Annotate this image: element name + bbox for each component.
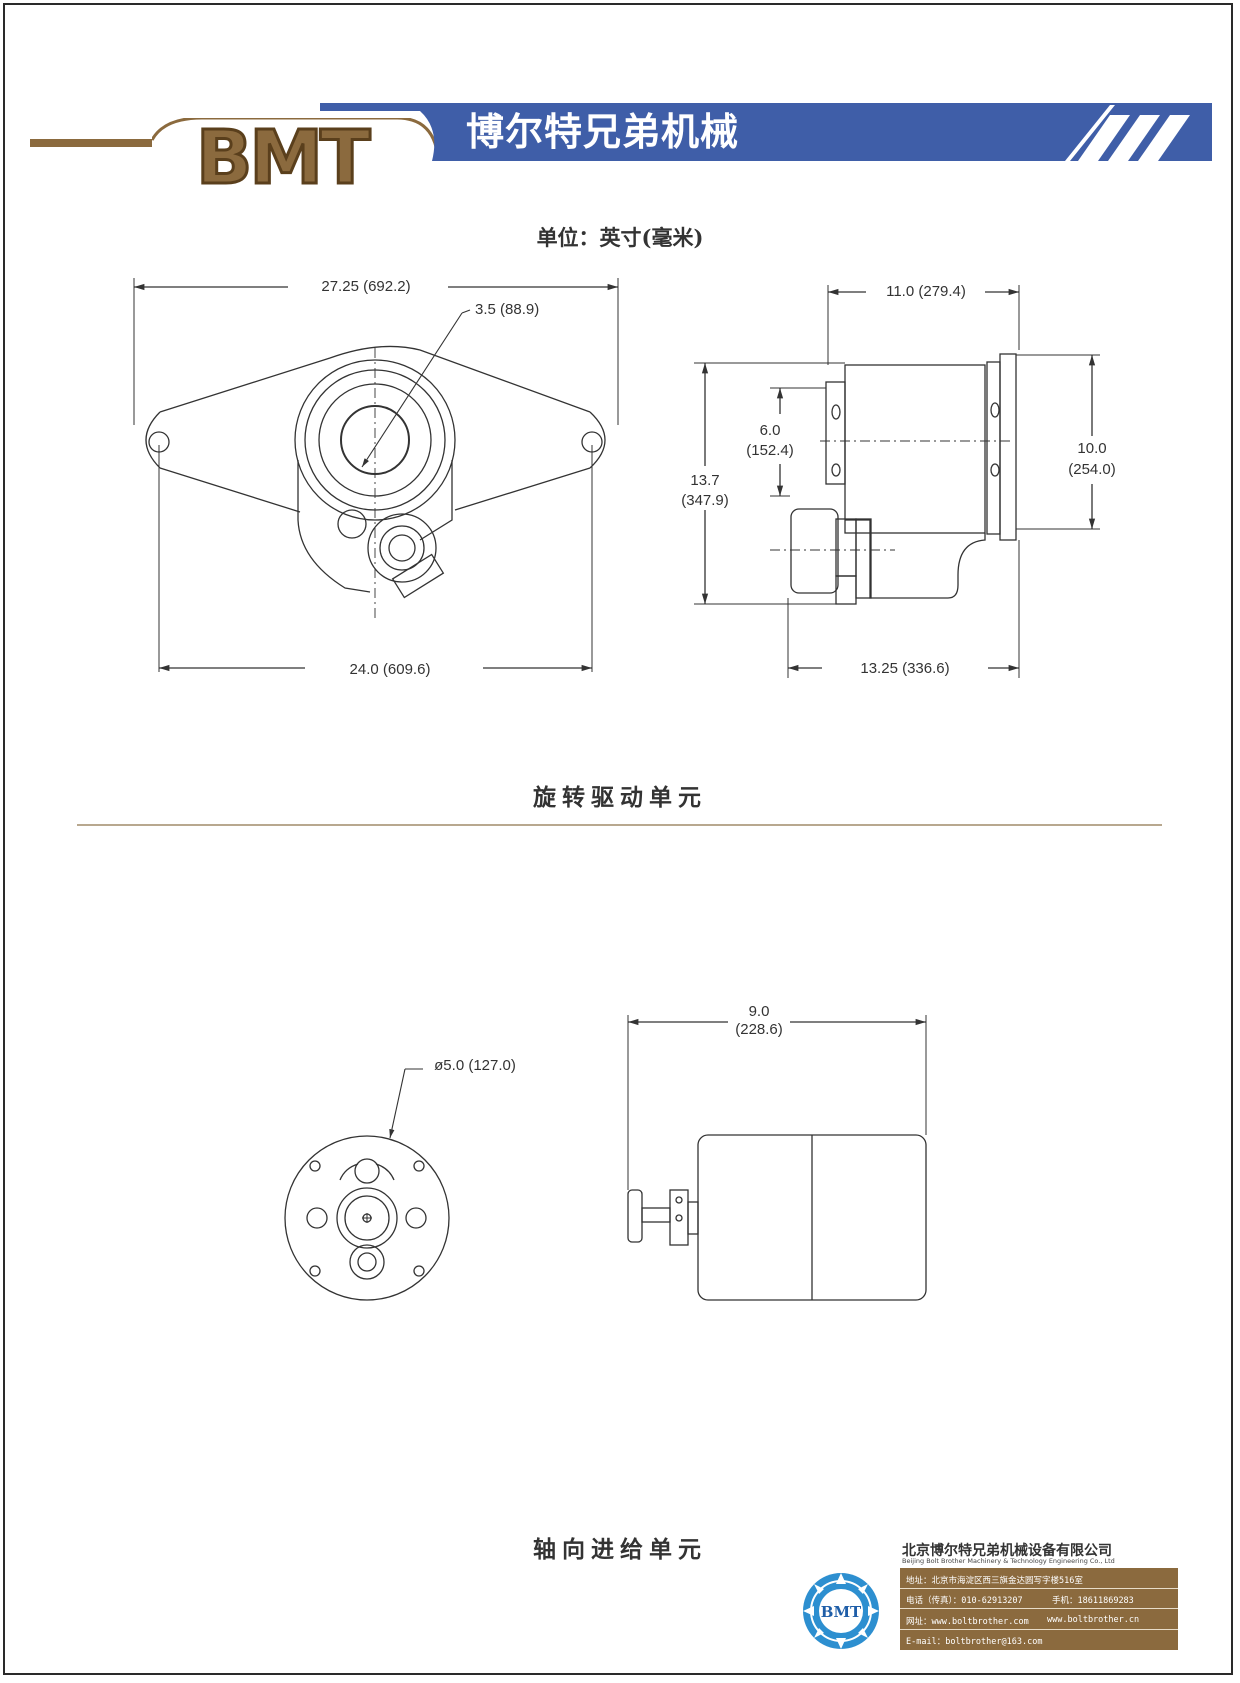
rotary-drive-caption: 旋转驱动单元 — [533, 784, 707, 811]
bmt-badge-logo: BMT — [803, 1573, 879, 1649]
axial-front-view — [284, 1068, 450, 1301]
contact-box: 地址：北京市海淀区西三旗金达圆写字楼516室 电话（传真）：010-629132… — [900, 1568, 1178, 1650]
dim-hole-spacing: 24.0 (609.6) — [350, 661, 431, 678]
dim-flange-height-mm: (254.0) — [1068, 461, 1116, 478]
section-divider — [77, 824, 1162, 826]
contact-mobile: 手机：18611869283 — [1052, 1596, 1134, 1606]
dim-flange-height-value: 10.0 — [1077, 440, 1106, 457]
company-name-en: Beijing Bolt Brother Machinery & Technol… — [902, 1557, 1115, 1565]
dim-depth-bottom: 13.25 (336.6) — [860, 660, 949, 677]
contact-website-cn[interactable]: www.boltbrother.cn — [1047, 1615, 1140, 1625]
page-border — [3, 3, 1233, 1675]
header-rule — [30, 139, 152, 147]
bmt-logo: BMT — [195, 115, 373, 201]
contact-email[interactable]: E-mail：boltbrother@163.com — [906, 1637, 1043, 1647]
dim-depth-top: 11.0 (279.4) — [886, 283, 966, 300]
contact-address: 地址：北京市海淀区西三旗金达圆写字楼516室 — [906, 1576, 1083, 1586]
axial-feed-caption: 轴向进给单元 — [533, 1536, 707, 1563]
unit-label: 单位：英寸(毫米) — [536, 225, 704, 250]
dim-overall-width: 27.25 (692.2) — [321, 278, 410, 295]
dim-bore-diameter: 3.5 (88.9) — [475, 301, 539, 318]
logo-tab-outline — [152, 118, 440, 159]
badge-text: BMT — [821, 1603, 862, 1621]
dim-mount-height-value: 6.0 — [760, 422, 781, 439]
rotary-front-view — [133, 278, 619, 672]
dim-mount-height-mm: (152.4) — [746, 442, 794, 459]
dim-feed-length-value: 9.0 — [749, 1003, 770, 1020]
company-name-cn: 北京博尔特兄弟机械设备有限公司 — [902, 1543, 1112, 1559]
dim-feed-diameter: ø5.0 (127.0) — [434, 1057, 516, 1074]
rotary-side-view — [694, 285, 1100, 678]
axial-side-view — [627, 1015, 927, 1301]
dim-overall-height-value: 13.7 — [690, 472, 719, 489]
title-banner — [320, 103, 1212, 161]
dim-overall-height-mm: (347.9) — [681, 492, 729, 509]
dim-feed-length-mm: (228.6) — [735, 1021, 783, 1038]
banner-title: 博尔特兄弟机械 — [466, 109, 740, 154]
contact-phone: 电话（传真）：010-62913207 — [906, 1596, 1023, 1606]
contact-website-com[interactable]: 网址：www.boltbrother.com — [906, 1617, 1029, 1627]
